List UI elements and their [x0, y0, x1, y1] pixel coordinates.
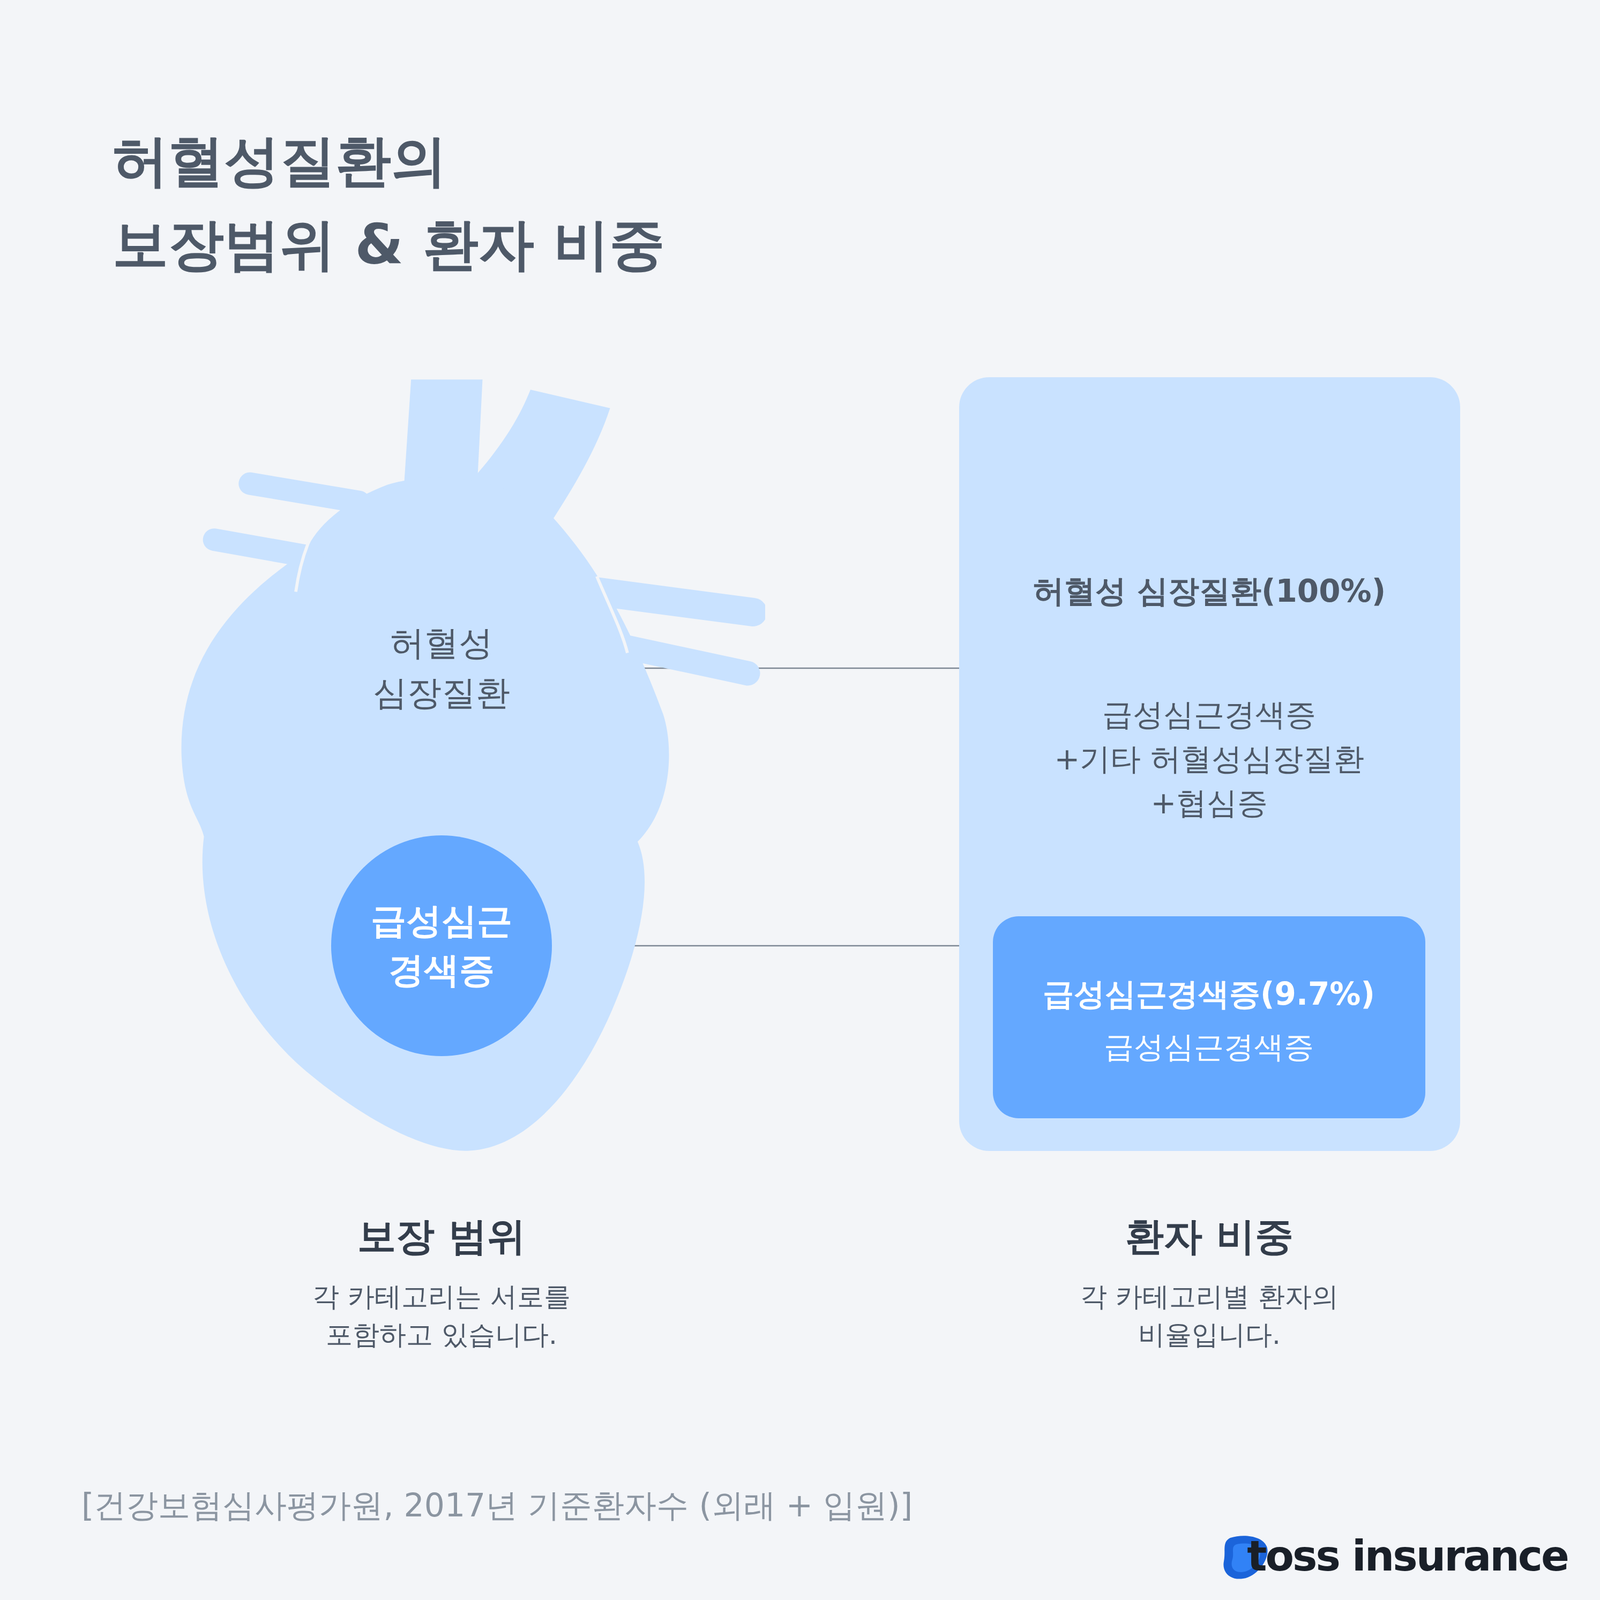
text-line: 보장범위 & 환자 비중 — [112, 202, 665, 287]
circle-label: 급성심근 경색증 — [370, 896, 513, 996]
box-body: 급성심근경색증 — [1103, 1027, 1314, 1068]
heart-region: 허혈성 심장질환급성심근 경색증 — [178, 372, 766, 1156]
circle-shape — [331, 835, 552, 1057]
section-heading: 보장 범위 — [357, 1210, 526, 1263]
text-line: 급성심근경색증 — [1054, 692, 1365, 737]
diagram-title: 허혈성질환의 보장범위 & 환자 비중 — [112, 118, 665, 287]
source-caption: [건강보험심사평가원, 2017년 기준환자수 (외래 + 입원)] — [81, 1484, 913, 1528]
section-description: 각 카테고리별 환자의 비율입니다. — [1075, 1277, 1344, 1355]
text-line: +협심증 — [1054, 780, 1365, 826]
section-description: 각 카테고리는 서로를 포함하고 있습니다. — [280, 1277, 603, 1355]
outer-box: 허혈성 심장질환(100%)급성심근경색증 +기타 허혈성심장질환 +협심증급성… — [959, 377, 1461, 1151]
text-line: +기타 허혈성심장질환 — [1054, 736, 1365, 782]
box-heading: 급성심근경색증(9.7%) — [1042, 973, 1375, 1016]
brand-logo-text: toss insurance — [1246, 1533, 1568, 1580]
box-body: 급성심근경색증 +기타 허혈성심장질환 +협심증 — [1054, 692, 1365, 826]
heart-label: 허혈성 심장질환 — [372, 618, 511, 719]
section-heading: 환자 비중 — [1125, 1210, 1293, 1263]
text-line: 허혈성질환의 — [112, 118, 665, 203]
box-heading: 허혈성 심장질환(100%) — [1033, 570, 1386, 613]
inner-circle: 급성심근 경색증 — [331, 835, 552, 1057]
inner-box: 급성심근경색증(9.7%) 급성심근경색증 — [992, 916, 1426, 1119]
